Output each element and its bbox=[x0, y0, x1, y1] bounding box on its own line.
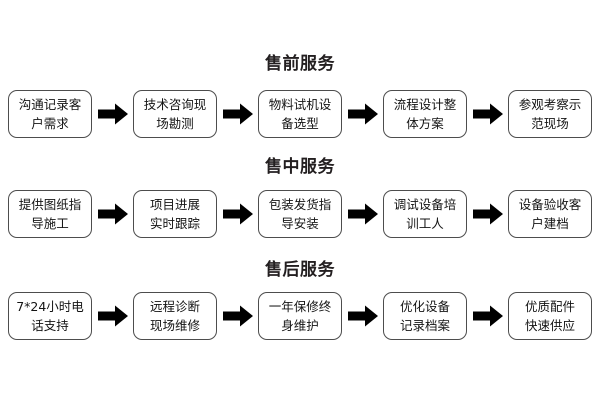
node-label-line2: 现场维修 bbox=[149, 318, 200, 333]
node-label-line2: 训工人 bbox=[406, 216, 444, 231]
arrow-icon bbox=[348, 305, 378, 327]
section-title-after-sales: 售后服务 bbox=[265, 260, 335, 280]
node-label-line2: 话支持 bbox=[31, 318, 69, 333]
node-label-line1: 提供图纸指 bbox=[18, 196, 82, 212]
node-pre-sales-5[interactable]: 参观考察示 范现场 bbox=[508, 90, 592, 138]
node-pre-sales-2[interactable]: 技术咨询现 场勘测 bbox=[133, 90, 217, 138]
node-label-line1: 优化设备 bbox=[399, 298, 450, 314]
node-label-line2: 实时跟踪 bbox=[149, 216, 200, 231]
node-pre-sales-4[interactable]: 流程设计整 体方案 bbox=[383, 90, 467, 138]
node-after-sales-2[interactable]: 远程诊断 现场维修 bbox=[133, 292, 217, 340]
node-label-line1: 7*24小时电 bbox=[16, 298, 84, 314]
node-label-line1: 远程诊断 bbox=[149, 298, 200, 314]
node-in-sales-3[interactable]: 包装发货指 导安装 bbox=[258, 190, 342, 238]
node-label-line1: 沟通记录客 bbox=[18, 96, 82, 112]
node-label-line1: 流程设计整 bbox=[393, 96, 457, 112]
arrow-icon bbox=[473, 305, 503, 327]
node-after-sales-5[interactable]: 优质配件 快速供应 bbox=[508, 292, 592, 340]
section-title-pre-sales: 售前服务 bbox=[265, 54, 335, 74]
arrow-icon bbox=[473, 203, 503, 225]
node-in-sales-4[interactable]: 调试设备培 训工人 bbox=[383, 190, 467, 238]
node-pre-sales-3[interactable]: 物料试机设 备选型 bbox=[258, 90, 342, 138]
arrow-icon bbox=[98, 305, 128, 327]
row-after-sales: 7*24小时电 话支持 远程诊断 现场维修 一年保修终 身维护 bbox=[0, 292, 600, 342]
arrow-icon bbox=[223, 103, 253, 125]
node-in-sales-5[interactable]: 设备验收客 户建档 bbox=[508, 190, 592, 238]
node-pre-sales-1[interactable]: 沟通记录客 户需求 bbox=[8, 90, 92, 138]
node-label-line1: 调试设备培 bbox=[393, 196, 457, 212]
node-after-sales-4[interactable]: 优化设备 记录档案 bbox=[383, 292, 467, 340]
node-label-line1: 参观考察示 bbox=[518, 96, 582, 112]
node-in-sales-1[interactable]: 提供图纸指 导施工 bbox=[8, 190, 92, 238]
node-label-line2: 场勘测 bbox=[156, 116, 194, 131]
node-label-line2: 导施工 bbox=[31, 216, 69, 231]
node-label-line2: 导安装 bbox=[281, 216, 319, 231]
arrow-icon bbox=[223, 203, 253, 225]
node-label-line2: 范现场 bbox=[531, 116, 569, 131]
node-label-line2: 备选型 bbox=[281, 116, 319, 131]
node-label-line1: 技术咨询现 bbox=[143, 96, 207, 112]
node-label-line1: 物料试机设 bbox=[268, 96, 332, 112]
arrow-icon bbox=[98, 103, 128, 125]
section-title-in-sales: 售中服务 bbox=[265, 157, 335, 177]
arrow-icon bbox=[223, 305, 253, 327]
node-after-sales-1[interactable]: 7*24小时电 话支持 bbox=[8, 292, 92, 340]
node-label-line2: 快速供应 bbox=[524, 318, 575, 333]
node-label-line1: 设备验收客 bbox=[518, 196, 582, 212]
arrow-icon bbox=[348, 103, 378, 125]
arrow-icon bbox=[348, 203, 378, 225]
node-label-line2: 身维护 bbox=[281, 318, 319, 333]
arrow-icon bbox=[473, 103, 503, 125]
node-label-line1: 一年保修终 bbox=[268, 298, 332, 314]
node-label-line2: 户建档 bbox=[531, 216, 569, 231]
node-label-line1: 项目进展 bbox=[149, 196, 200, 212]
row-pre-sales: 沟通记录客 户需求 技术咨询现 场勘测 物料试机设 备选型 bbox=[0, 90, 600, 140]
node-after-sales-3[interactable]: 一年保修终 身维护 bbox=[258, 292, 342, 340]
node-in-sales-2[interactable]: 项目进展 实时跟踪 bbox=[133, 190, 217, 238]
node-label-line1: 优质配件 bbox=[524, 298, 575, 314]
node-label-line1: 包装发货指 bbox=[268, 196, 332, 212]
node-label-line2: 记录档案 bbox=[399, 318, 450, 333]
arrow-icon bbox=[98, 203, 128, 225]
row-in-sales: 提供图纸指 导施工 项目进展 实时跟踪 包装发货指 导安装 bbox=[0, 190, 600, 240]
node-label-line2: 户需求 bbox=[31, 116, 69, 131]
node-label-line2: 体方案 bbox=[406, 116, 444, 131]
